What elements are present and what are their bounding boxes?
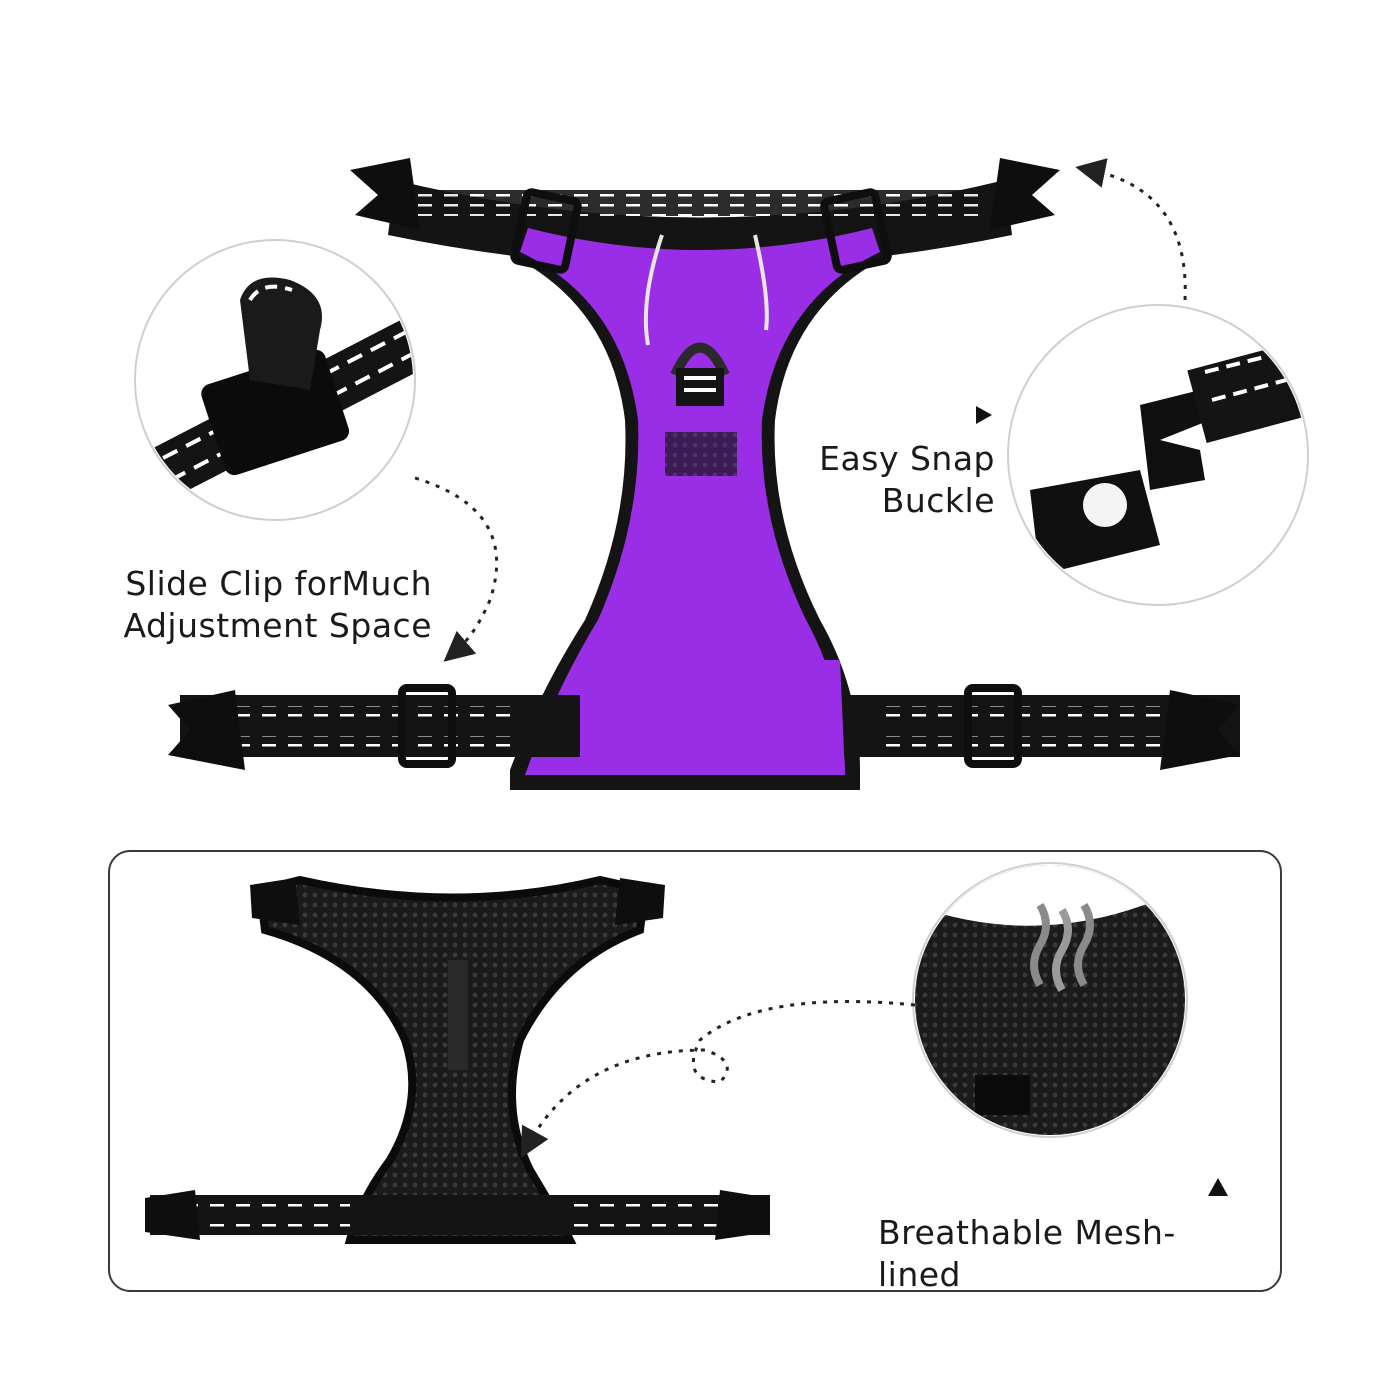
triangle-pointer-icon [1208, 1178, 1228, 1196]
snap-buckle-caption: Easy Snap Buckle [790, 438, 995, 522]
slide-clip-line1: Slide Clip forMuch [125, 564, 432, 603]
snap-buckle-line1: Easy Snap [819, 439, 995, 478]
dotted-arrow-icon [1075, 158, 1187, 301]
mesh-lining-panel [108, 850, 1282, 1292]
dotted-arrow-icon [520, 1000, 916, 1159]
harness-front [168, 158, 1240, 790]
slide-clip-closeup [137, 277, 413, 510]
mesh-lined-caption: Breathable Mesh-lined [878, 1213, 1176, 1294]
dotted-arrow-icon [414, 476, 499, 662]
slide-clip-line2: Adjustment Space [123, 606, 432, 645]
slide-clip-caption: Slide Clip forMuch Adjustment Space [110, 563, 432, 647]
triangle-pointer-icon [976, 406, 992, 424]
harness-back [145, 875, 770, 1244]
snap-buckle-line2: Buckle [881, 481, 995, 520]
